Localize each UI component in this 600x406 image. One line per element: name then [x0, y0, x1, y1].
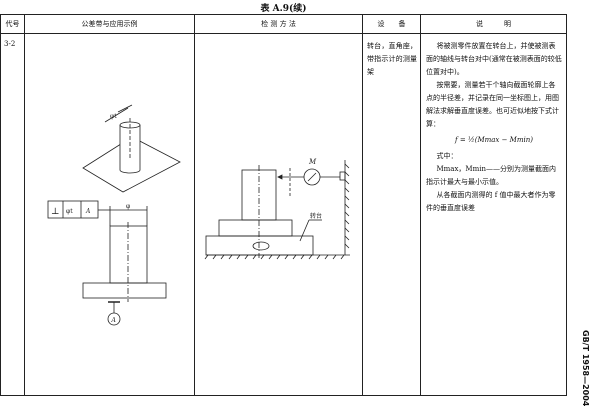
- indicator-label: M: [308, 158, 317, 166]
- part-drawing: ⊥ φt A φ A: [47, 200, 167, 326]
- diameter-label: φ: [126, 203, 130, 210]
- frame-datum: A: [85, 208, 91, 215]
- explanation-where: 式中：: [436, 152, 458, 160]
- datum-label: A: [111, 317, 117, 324]
- explanation-p2: 按需要，测量若干个轴向截面轮廓上各点的半径差，并记录在同一坐标图上，用图解法求解…: [426, 81, 559, 128]
- explanation-symbols: Mmax，Mmin——分别为测量截面内指示计最大与最小示值。: [426, 165, 556, 186]
- table-caption: 表 A.9(续): [260, 4, 307, 14]
- frame-value: φt: [66, 208, 73, 215]
- table-row: 3-2 转台，直角座，带指示计的测量架 将被测零件放置在转台上，并使被测表面的轴…: [0, 33, 567, 396]
- explanation-p3: 从各截面内测得的 f 值中最大者作为零件的垂直度误差: [426, 191, 556, 212]
- tolerance-zone-drawing: φt: [82, 104, 181, 193]
- cell-equipment: 转台，直角座，带指示计的测量架: [362, 33, 421, 396]
- cell-example: [24, 33, 195, 396]
- turntable-label: 转台: [310, 212, 322, 220]
- cell-method: [194, 33, 363, 396]
- cell-explanation: 将被测零件放置在转台上，并使被测表面的轴线与转台对中(通常在被测表面的较低位置对…: [420, 33, 567, 396]
- tolerance-zone-label: φt: [110, 113, 117, 120]
- standard-table: 代号 公差带与应用示例 检 测 方 法 设 备 说 明 3-2 转台，直角座，带…: [0, 14, 567, 396]
- measurement-setup-drawing: M 转台: [204, 158, 350, 260]
- formula: f = ½(Mmax − Mmin): [455, 136, 533, 144]
- standard-code: GB/T 1958—2004: [581, 330, 590, 406]
- perpendicularity-symbol: ⊥: [51, 207, 59, 217]
- explanation-p1: 将被测零件放置在转台上，并使被测表面的轴线与转台对中(通常在被测表面的较低位置对…: [426, 42, 562, 76]
